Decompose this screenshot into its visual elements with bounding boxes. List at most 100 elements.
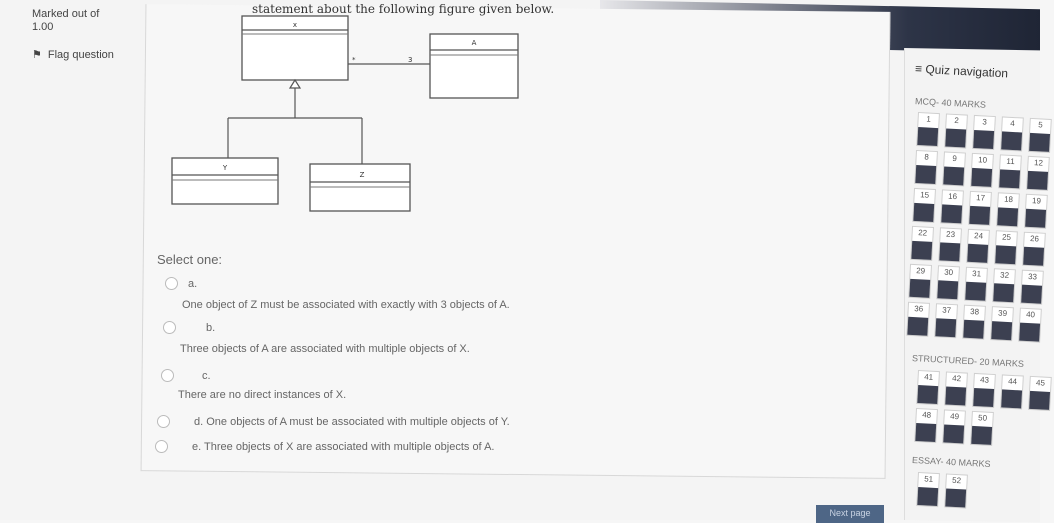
- option-d-radio[interactable]: [157, 415, 170, 428]
- select-one-label: Select one:: [157, 252, 223, 267]
- answered-indicator: [943, 166, 965, 186]
- question-nav-number: 22: [917, 228, 928, 238]
- question-nav-button-42[interactable]: 42: [944, 371, 968, 407]
- association-line: * 3: [348, 56, 430, 65]
- option-c-letter: c.: [202, 369, 211, 382]
- question-nav-button-5[interactable]: 5: [1028, 117, 1052, 153]
- option-b-radio[interactable]: [163, 321, 176, 334]
- question-nav-button-44[interactable]: 44: [1000, 374, 1024, 410]
- question-nav-button-50[interactable]: 50: [970, 410, 994, 446]
- answered-indicator: [999, 169, 1021, 189]
- question-nav-button-31[interactable]: 31: [964, 266, 988, 302]
- question-nav-number: 32: [999, 270, 1010, 280]
- question-nav-button-16[interactable]: 16: [940, 189, 964, 225]
- question-nav-button-4[interactable]: 4: [1000, 116, 1024, 152]
- flag-icon: ⚑: [32, 49, 42, 61]
- question-nav-button-52[interactable]: 52: [944, 473, 968, 509]
- option-a[interactable]: a.: [165, 277, 197, 290]
- class-x-box: x: [241, 15, 349, 81]
- question-nav-button-33[interactable]: 33: [1020, 269, 1044, 305]
- question-nav-number: 50: [977, 413, 988, 423]
- question-nav-button-18[interactable]: 18: [996, 192, 1020, 228]
- class-z-box: Z: [309, 163, 411, 212]
- question-nav-button-29[interactable]: 29: [908, 263, 933, 299]
- question-nav-button-32[interactable]: 32: [992, 268, 1016, 304]
- class-y-label: Y: [222, 164, 228, 172]
- question-nav-button-19[interactable]: 19: [1024, 193, 1048, 229]
- question-nav-button-43[interactable]: 43: [972, 372, 996, 409]
- question-nav-button-48[interactable]: 48: [914, 407, 938, 444]
- answered-indicator: [939, 242, 961, 262]
- option-c-radio[interactable]: [161, 369, 174, 382]
- question-nav-number: 38: [969, 307, 980, 317]
- question-nav-button-25[interactable]: 25: [994, 230, 1018, 266]
- answered-indicator: [911, 240, 933, 260]
- question-nav-button-23[interactable]: 23: [938, 227, 962, 263]
- question-nav-number: 25: [1001, 232, 1012, 243]
- question-nav-button-45[interactable]: 45: [1028, 375, 1052, 411]
- question-nav-button-15[interactable]: 15: [912, 187, 936, 224]
- option-e[interactable]: e. Three objects of X are associated wit…: [155, 440, 494, 453]
- answered-indicator: [963, 319, 985, 339]
- answered-indicator: [973, 387, 995, 407]
- question-nav-button-51[interactable]: 51: [916, 472, 940, 508]
- answered-indicator: [993, 283, 1015, 303]
- question-nav-button-9[interactable]: 9: [942, 151, 966, 187]
- question-nav-number: 15: [919, 190, 930, 200]
- flag-question-button[interactable]: ⚑ Flag question: [32, 48, 114, 62]
- question-nav-button-12[interactable]: 12: [1026, 155, 1050, 191]
- answered-indicator: [915, 422, 937, 443]
- question-nav-button-38[interactable]: 38: [962, 304, 986, 340]
- answered-indicator: [967, 243, 989, 263]
- option-b-text[interactable]: Three objects of A are associated with m…: [180, 343, 470, 355]
- question-nav-button-8[interactable]: 8: [914, 149, 938, 186]
- question-nav-button-49[interactable]: 49: [942, 409, 966, 445]
- option-b[interactable]: b.: [163, 321, 215, 334]
- question-nav-button-37[interactable]: 37: [934, 303, 958, 339]
- answered-indicator: [995, 245, 1017, 265]
- question-nav-button-39[interactable]: 39: [990, 306, 1014, 342]
- answered-indicator: [917, 487, 939, 507]
- option-d[interactable]: d. One objects of A must be associated w…: [157, 415, 510, 428]
- option-c-text[interactable]: There are no direct instances of X.: [178, 389, 347, 401]
- question-nav-number: 4: [1010, 118, 1015, 129]
- option-a-text[interactable]: One object of Z must be associated with …: [182, 299, 510, 311]
- question-nav-button-10[interactable]: 10: [970, 152, 994, 188]
- option-c[interactable]: c.: [161, 369, 211, 382]
- question-text: statement about the following figure giv…: [252, 2, 555, 16]
- question-nav-button-3[interactable]: 3: [972, 114, 996, 151]
- question-nav-number: 19: [1031, 196, 1042, 206]
- next-page-button[interactable]: Next page: [816, 505, 884, 523]
- question-nav-button-30[interactable]: 30: [936, 265, 960, 301]
- option-e-text: e. Three objects of X are associated wit…: [192, 440, 495, 453]
- option-e-radio[interactable]: [155, 440, 168, 453]
- option-a-radio[interactable]: [165, 277, 178, 290]
- question-nav-button-1[interactable]: 1: [916, 112, 940, 148]
- question-nav-button-2[interactable]: 2: [944, 113, 968, 149]
- question-nav-number: 41: [923, 372, 934, 382]
- question-nav-number: 10: [977, 155, 988, 165]
- question-nav-number: 48: [921, 410, 932, 420]
- answered-indicator: [917, 127, 939, 147]
- question-nav-number: 30: [943, 267, 954, 278]
- question-nav-number: 5: [1038, 120, 1043, 130]
- question-nav-button-11[interactable]: 11: [998, 154, 1022, 190]
- answered-indicator: [907, 316, 929, 336]
- question-nav-button-17[interactable]: 17: [968, 190, 992, 226]
- answered-indicator: [965, 281, 987, 301]
- question-nav-button-36[interactable]: 36: [906, 301, 931, 337]
- question-nav-button-26[interactable]: 26: [1022, 231, 1046, 267]
- question-nav-button-24[interactable]: 24: [966, 228, 990, 264]
- question-nav-number: 8: [924, 152, 930, 162]
- question-nav-number: 2: [954, 115, 960, 126]
- question-nav-button-41[interactable]: 41: [916, 370, 940, 406]
- question-nav-button-40[interactable]: 40: [1018, 307, 1042, 343]
- answered-indicator: [969, 205, 991, 225]
- question-nav-number: 1: [926, 114, 932, 124]
- question-nav-button-22[interactable]: 22: [910, 225, 935, 261]
- answered-indicator: [945, 386, 967, 406]
- question-nav-number: 49: [949, 411, 960, 422]
